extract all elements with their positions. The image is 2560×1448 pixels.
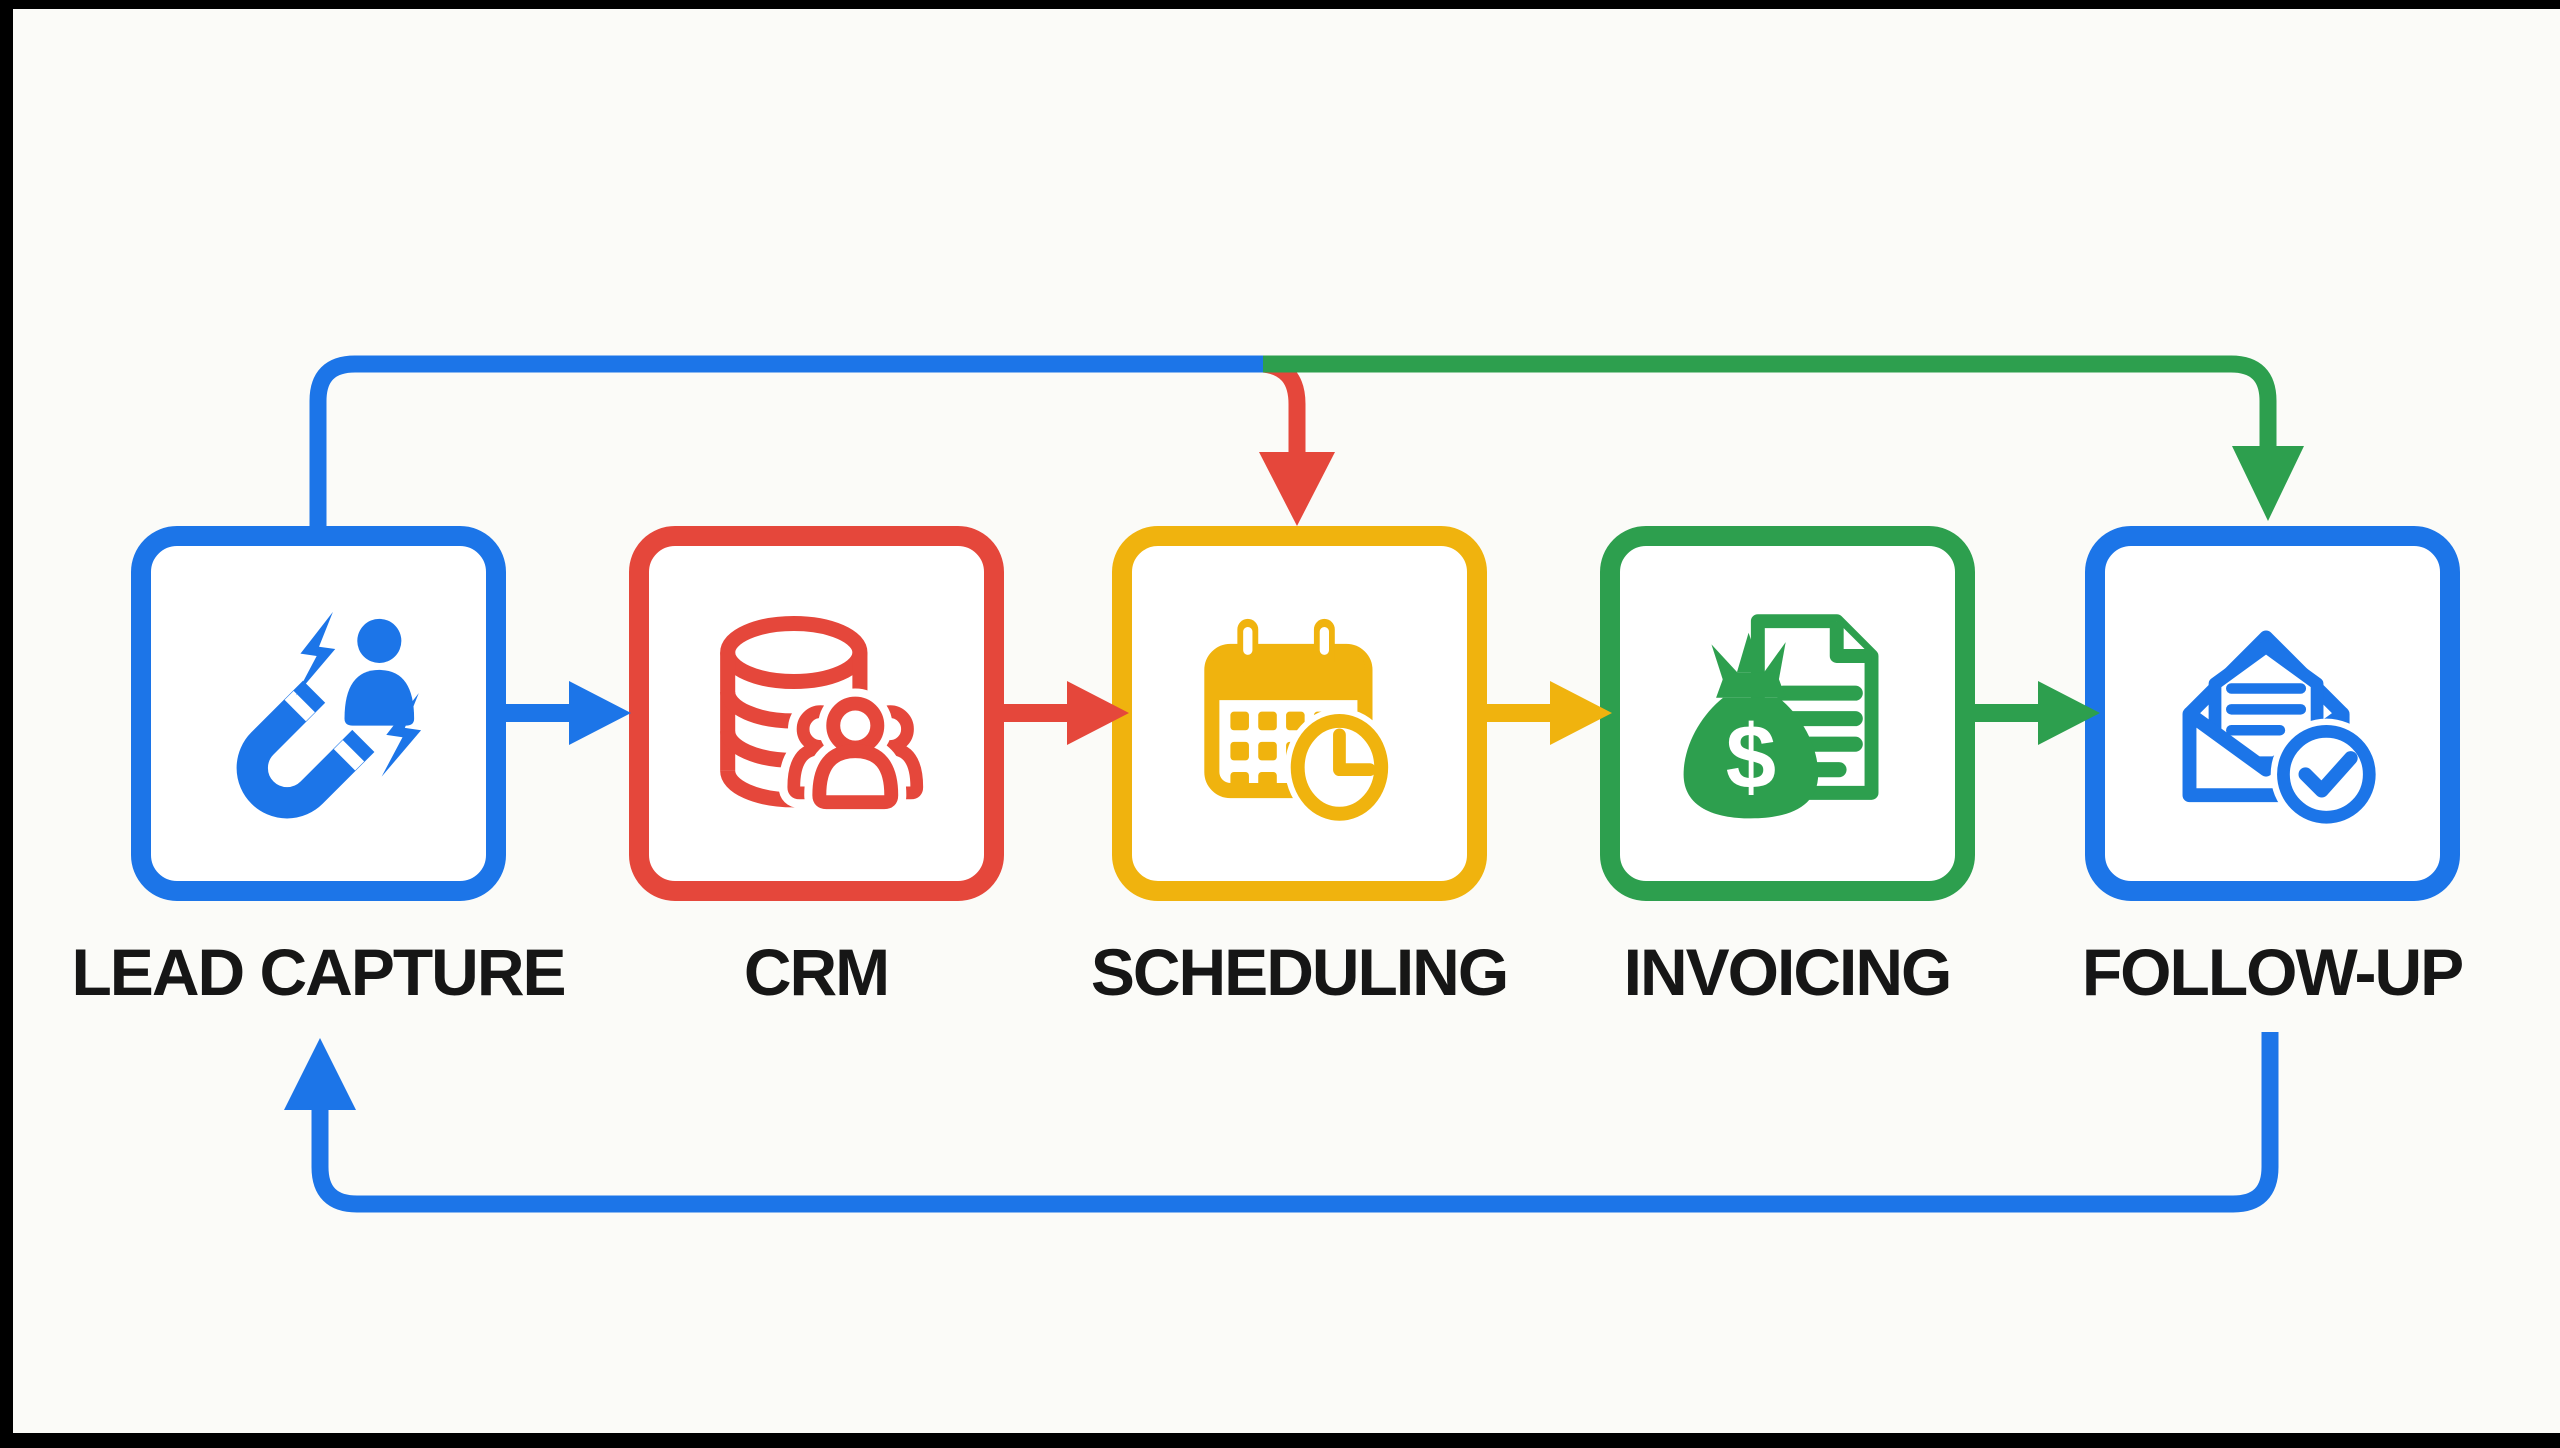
arrow-invoicing-to-follow-up [1972, 681, 2100, 745]
flow-node-crm [629, 526, 1004, 901]
blue-arrowhead-up [284, 1038, 356, 1110]
blue-feedback-loop [284, 1032, 2279, 1213]
contact-person [803, 687, 906, 817]
flow-node-scheduling [1112, 526, 1487, 901]
screen-frame-bottom [0, 1433, 2560, 1448]
green-top-connector [1263, 355, 2304, 521]
letter-text-lines [2225, 682, 2306, 735]
dollar-sign: $ [1725, 707, 1775, 808]
node-label-follow-up: FOLLOW-UP [2081, 935, 2464, 1009]
screen-frame-left [0, 0, 13, 1448]
check-circle [2270, 718, 2382, 830]
lightning-bolt-icon [295, 611, 335, 695]
arrow-lead-capture-to-crm [503, 681, 631, 745]
person-head [356, 618, 401, 663]
money-bag-invoice-icon: $ [1683, 613, 1878, 818]
flow-node-invoicing: $ [1600, 526, 1975, 901]
node-label-crm: CRM [743, 935, 890, 1009]
flow-node-lead-capture [131, 526, 506, 901]
check-mark-icon [2298, 750, 2358, 798]
calendar-clock-icon [1203, 618, 1394, 827]
red-drop-connector [1259, 355, 1335, 526]
red-arrowhead-down [1259, 452, 1335, 526]
money-bag: $ [1683, 632, 1818, 818]
email-sent-check-icon [2182, 629, 2382, 830]
calendar-header [1211, 650, 1365, 700]
arrow-scheduling-to-invoicing [1484, 681, 1612, 745]
blue-top-connector [309, 355, 1263, 534]
magnet-attracting-lead-icon [236, 611, 421, 818]
arrow-crm-to-scheduling [1001, 681, 1129, 745]
green-arrowhead-down [2232, 446, 2304, 521]
node-label-lead-capture: LEAD CAPTURE [71, 935, 566, 1009]
clock-hands [1332, 728, 1376, 776]
clock-overlay [1284, 707, 1394, 827]
screen-frame-top [0, 0, 2560, 9]
lightning-bolt-icon [381, 692, 421, 777]
node-label-invoicing: INVOICING [1623, 935, 1953, 1009]
node-label-scheduling: SCHEDULING [1090, 935, 1509, 1009]
database-contacts-icon [719, 615, 932, 817]
flow-node-follow-up [2085, 526, 2460, 901]
